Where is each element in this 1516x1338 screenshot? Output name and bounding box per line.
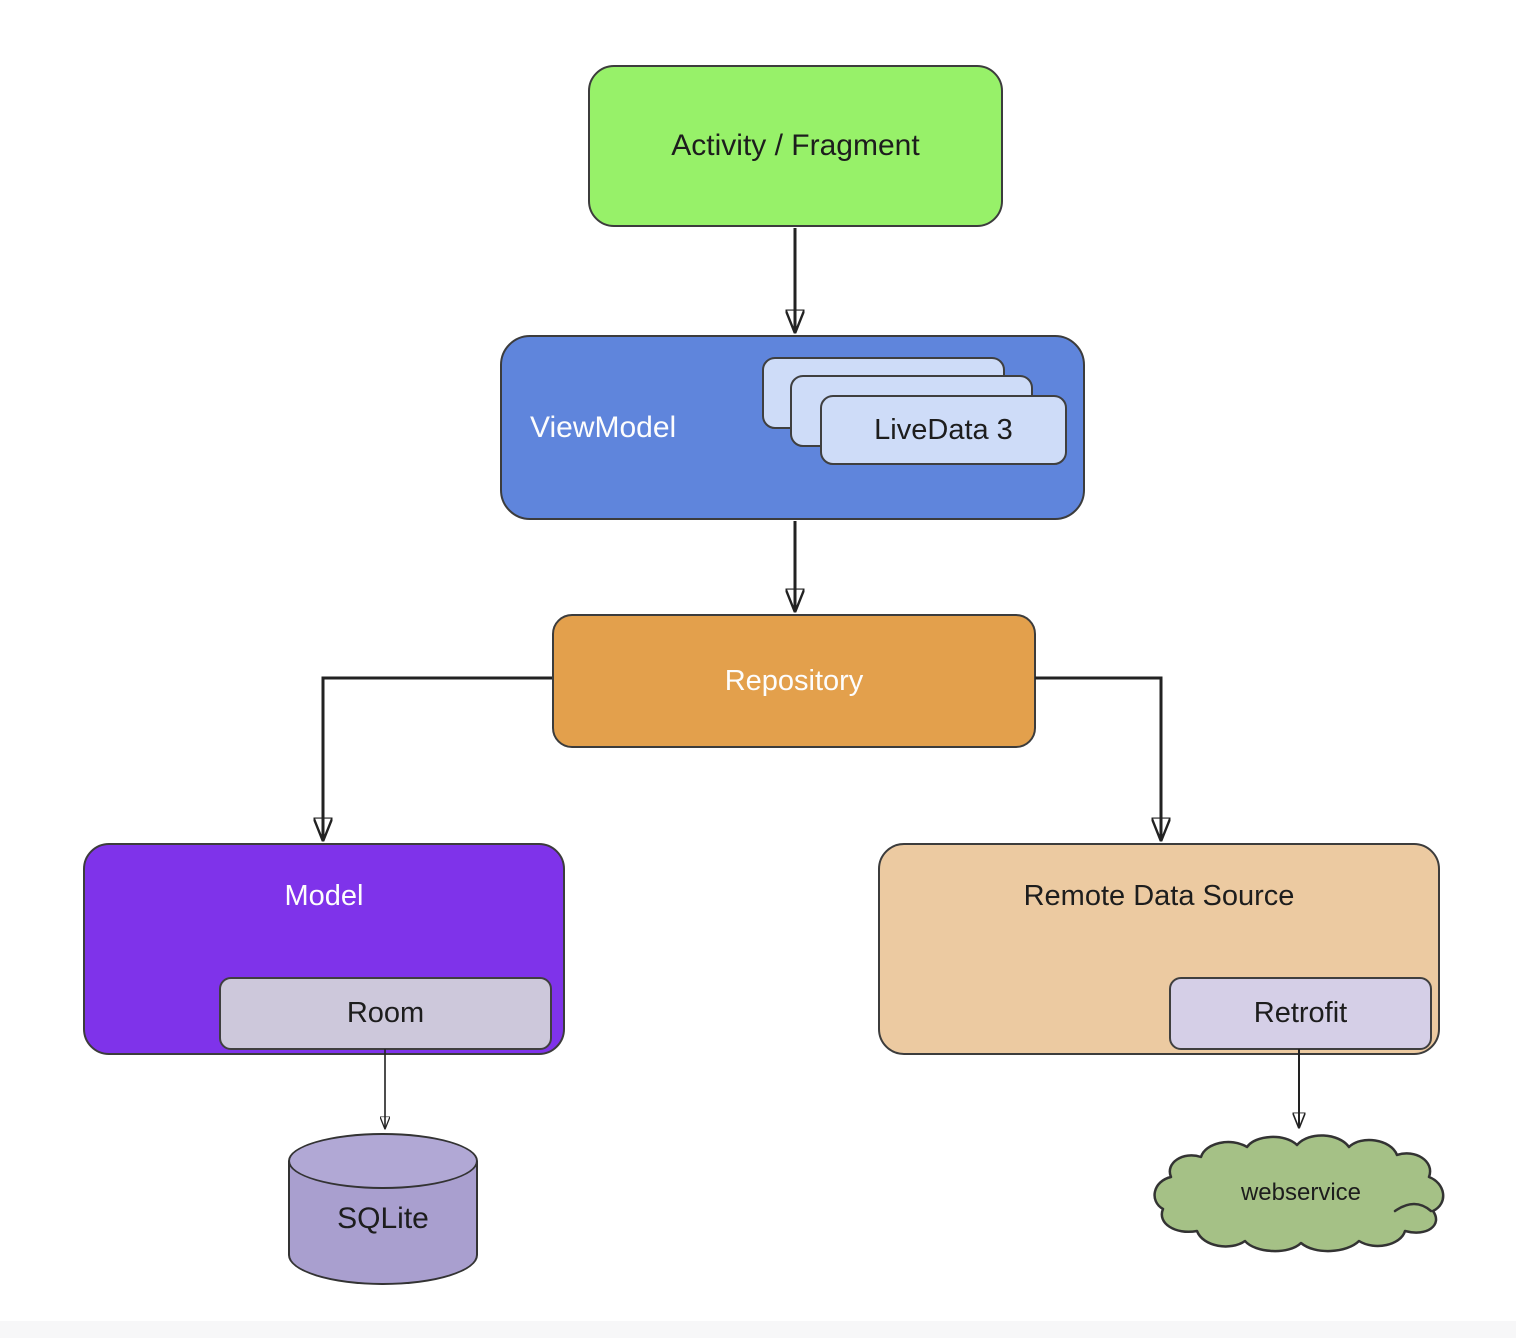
cloud-shape-icon bbox=[1153, 1134, 1445, 1253]
node-viewmodel: ViewModel LiveData 3 bbox=[500, 335, 1085, 520]
bottom-strip bbox=[0, 1321, 1516, 1338]
node-activity-fragment: Activity / Fragment bbox=[588, 65, 1003, 227]
node-viewmodel-label: ViewModel bbox=[530, 410, 677, 444]
node-room: Room bbox=[219, 977, 552, 1050]
livedata-label: LiveData 3 bbox=[874, 413, 1013, 446]
node-sqlite-label: SQLite bbox=[337, 1202, 429, 1235]
node-webservice-cloud: webservice bbox=[1145, 1123, 1457, 1263]
node-model-label: Model bbox=[284, 880, 364, 912]
node-retrofit: Retrofit bbox=[1169, 977, 1432, 1050]
node-remote-data-source-label: Remote Data Source bbox=[1023, 880, 1295, 912]
node-model: Model Room bbox=[83, 843, 565, 1055]
arrow-repository-to-model bbox=[323, 676, 552, 839]
node-repository-label: Repository bbox=[724, 664, 864, 697]
node-webservice-label: webservice bbox=[1240, 1179, 1362, 1206]
node-room-label: Room bbox=[346, 997, 425, 1029]
node-sqlite-database-cylinder: SQLite bbox=[288, 1133, 478, 1285]
livedata-card-front: LiveData 3 bbox=[820, 395, 1067, 465]
node-remote-data-source: Remote Data Source Retrofit bbox=[878, 843, 1440, 1055]
node-activity-fragment-label: Activity / Fragment bbox=[671, 129, 920, 162]
node-repository: Repository bbox=[552, 614, 1036, 748]
arrow-repository-to-remote-data-source bbox=[1035, 676, 1161, 839]
node-retrofit-label: Retrofit bbox=[1253, 997, 1348, 1029]
cylinder-top-ellipse bbox=[288, 1133, 478, 1189]
